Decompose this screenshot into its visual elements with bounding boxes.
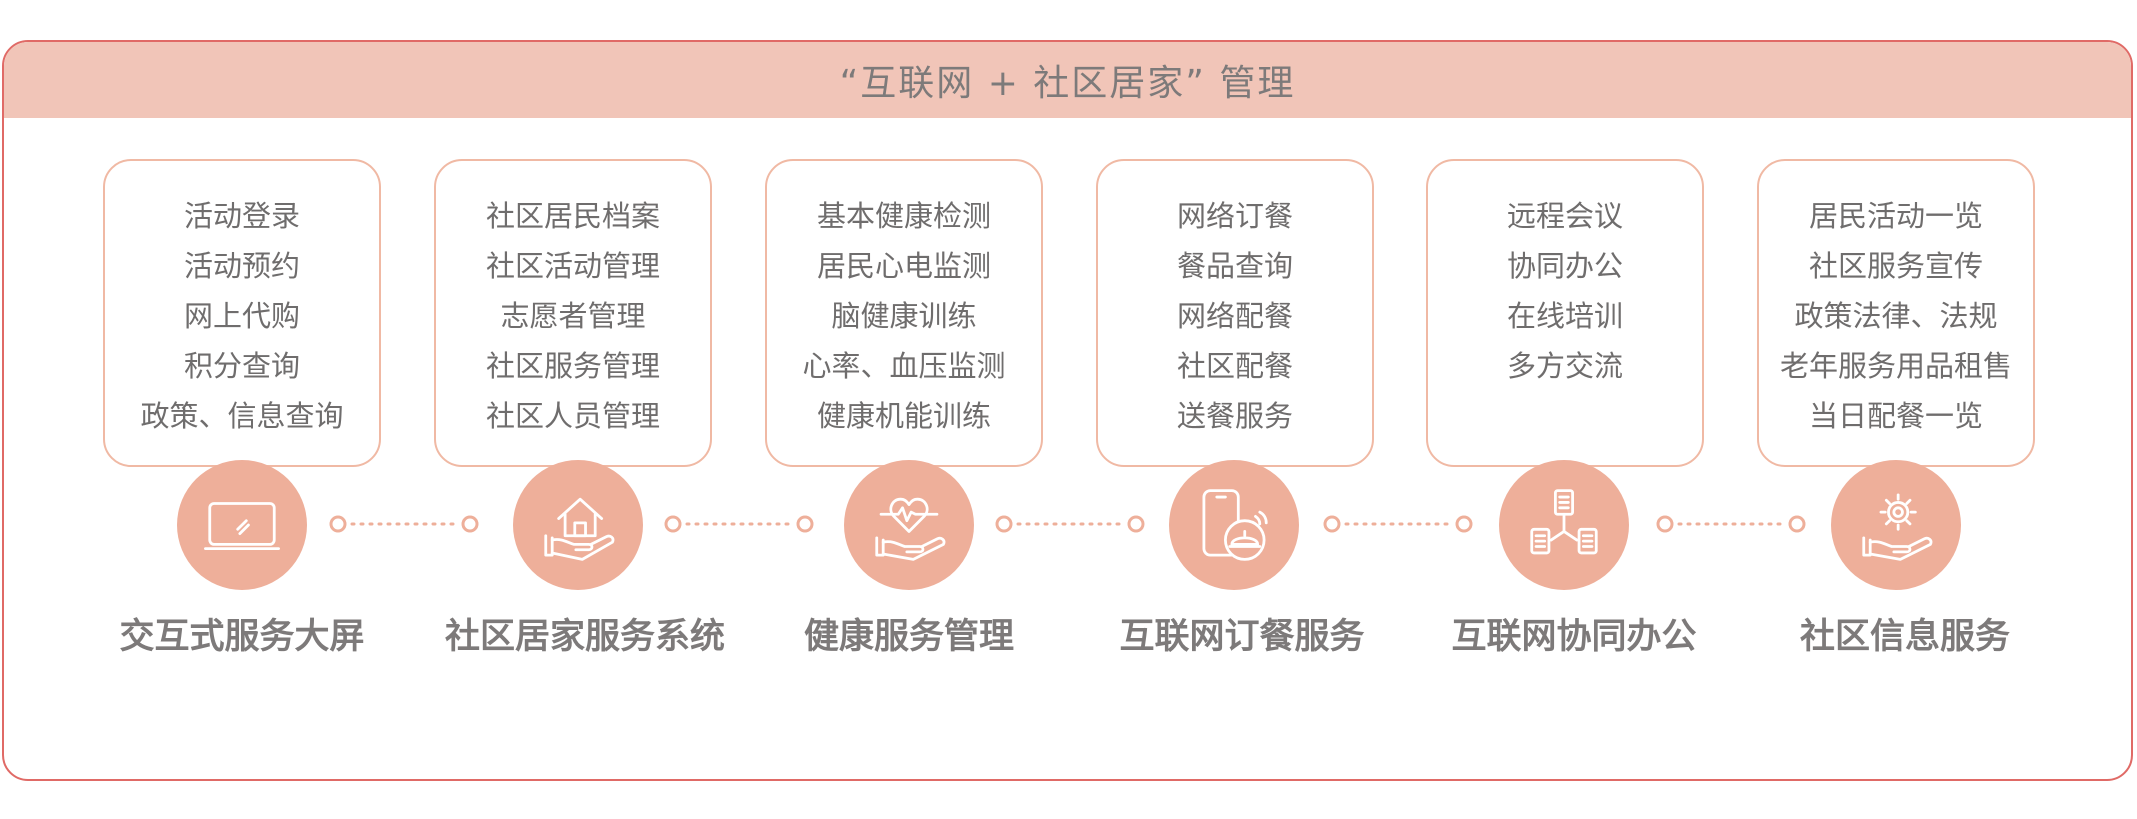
card-item: 政策法律、法规 xyxy=(1794,299,1998,333)
module-label: 健康服务管理 xyxy=(803,617,1014,657)
card-item: 远程会议 xyxy=(1506,199,1623,233)
module-card-health: 基本健康检测 居民心电监测 脑健康训练 心率、血压监测 健康机能训练 xyxy=(765,159,1043,467)
dotted-connector xyxy=(329,515,479,533)
module-card-interactive-screen: 活动登录 活动预约 网上代购 积分查询 政策、信息查询 xyxy=(103,159,381,467)
card-item: 社区服务宣传 xyxy=(1808,249,1983,283)
card-item: 脑健康训练 xyxy=(831,299,977,333)
card-item: 活动登录 xyxy=(183,199,300,233)
card-item: 志愿者管理 xyxy=(500,299,646,333)
card-item: 健康机能训练 xyxy=(816,399,991,433)
card-item: 在线培训 xyxy=(1506,299,1623,333)
card-item: 网上代购 xyxy=(183,299,300,333)
dotted-connector xyxy=(995,515,1145,533)
module-label: 交互式服务大屏 xyxy=(119,617,365,657)
card-item: 居民活动一览 xyxy=(1808,199,1983,233)
dotted-connector xyxy=(1323,515,1473,533)
card-item: 居民心电监测 xyxy=(816,249,991,283)
card-item: 政策、信息查询 xyxy=(140,399,344,433)
card-item: 社区服务管理 xyxy=(485,349,660,383)
dotted-connector xyxy=(1656,515,1806,533)
module-label: 互联网订餐服务 xyxy=(1119,617,1365,657)
module-label: 社区居家服务系统 xyxy=(444,617,725,657)
card-item: 送餐服务 xyxy=(1176,399,1293,433)
card-item: 当日配餐一览 xyxy=(1808,399,1983,433)
card-item: 协同办公 xyxy=(1506,249,1623,283)
header-bar: “互联网 + 社区居家” 管理 xyxy=(4,42,2131,118)
card-item: 积分查询 xyxy=(183,349,300,383)
module-label: 社区信息服务 xyxy=(1799,617,2010,657)
card-item: 基本健康检测 xyxy=(816,199,991,233)
gear-in-hand-icon xyxy=(1831,460,1961,590)
card-item: 餐品查询 xyxy=(1176,249,1293,283)
module-card-community-home: 社区居民档案 社区活动管理 志愿者管理 社区服务管理 社区人员管理 xyxy=(434,159,712,467)
card-item: 心率、血压监测 xyxy=(802,349,1006,383)
phone-food-delivery-icon xyxy=(1169,460,1299,590)
card-item: 社区活动管理 xyxy=(485,249,660,283)
tablet-icon xyxy=(177,460,307,590)
card-item: 社区配餐 xyxy=(1176,349,1293,383)
card-item: 老年服务用品租售 xyxy=(1779,349,2012,383)
document-network-icon xyxy=(1499,460,1629,590)
card-item: 多方交流 xyxy=(1506,349,1623,383)
heart-pulse-in-hand-icon xyxy=(844,460,974,590)
card-item: 活动预约 xyxy=(183,249,300,283)
module-label: 互联网协同办公 xyxy=(1451,617,1697,657)
card-item: 网络订餐 xyxy=(1176,199,1293,233)
dotted-connector xyxy=(664,515,814,533)
module-card-community-info: 居民活动一览 社区服务宣传 政策法律、法规 老年服务用品租售 当日配餐一览 xyxy=(1757,159,2035,467)
card-item: 社区人员管理 xyxy=(485,399,660,433)
module-card-meal-ordering: 网络订餐 餐品查询 网络配餐 社区配餐 送餐服务 xyxy=(1096,159,1374,467)
house-in-hand-icon xyxy=(513,460,643,590)
page-title: “互联网 + 社区居家” 管理 xyxy=(839,63,1296,104)
card-item: 网络配餐 xyxy=(1176,299,1293,333)
module-card-collaboration: 远程会议 协同办公 在线培训 多方交流 xyxy=(1426,159,1704,467)
card-item: 社区居民档案 xyxy=(485,199,660,233)
